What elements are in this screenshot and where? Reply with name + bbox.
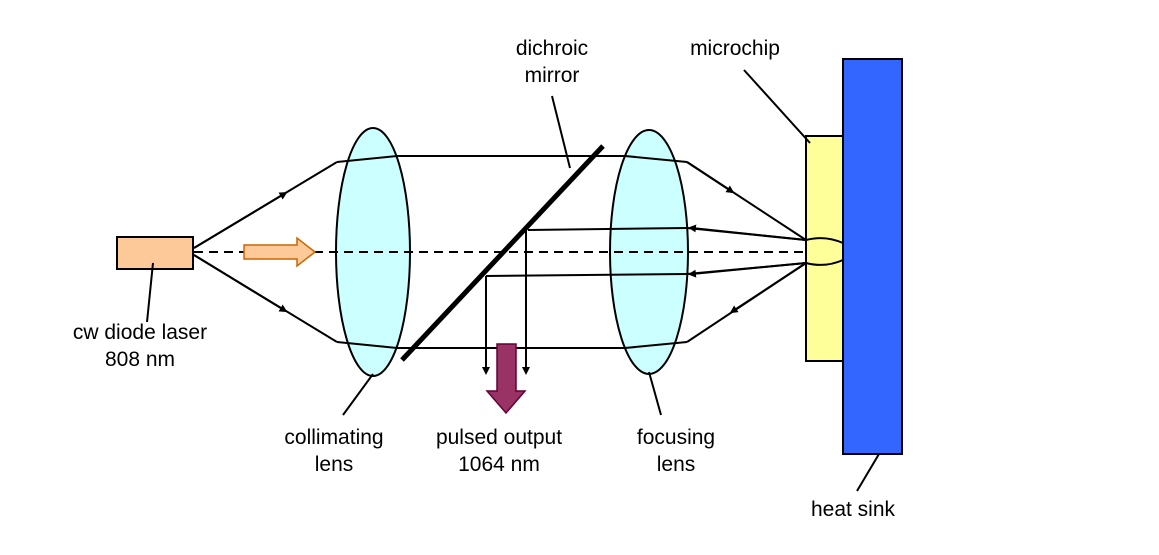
collimating-label-line1: collimating [284, 426, 383, 449]
heat-sink-label: heat sink [811, 498, 896, 521]
diode-ray-down-arrow [193, 254, 288, 313]
pump-arrow-icon [243, 236, 317, 268]
focusing-label-line2: lens [657, 453, 696, 476]
return-ray-top-arrow [688, 224, 807, 241]
collimating-label-line2: lens [315, 453, 354, 476]
return-ray-bottom-inner [485, 273, 688, 277]
dichroic-mirror [400, 144, 605, 362]
return-ray-top-inner [527, 227, 688, 231]
microchip-leader [743, 69, 811, 144]
collimating-leader [342, 373, 374, 416]
diode-label-line1: cw diode laser [73, 321, 207, 344]
collimating-inner-top [336, 155, 398, 163]
dichroic-label-line2: mirror [525, 64, 580, 87]
microchip [805, 135, 844, 362]
return-ray-bottom-arrow [688, 262, 807, 278]
dichroic-leader [551, 95, 571, 169]
heat-sink [842, 58, 903, 455]
diode-leader [146, 262, 154, 323]
focusing-leader [648, 371, 662, 416]
focusing-label-line1: focusing [637, 426, 715, 449]
collimating-inner-bottom [336, 341, 398, 349]
converge-ray-top-arrow [686, 161, 735, 194]
output-label-line1: pulsed output [436, 426, 562, 449]
dichroic-label-line1: dichroic [516, 37, 588, 60]
diode-laser [116, 236, 194, 270]
diode-label-line2: 808 nm [105, 348, 175, 371]
output-label-line2: 1064 nm [458, 453, 540, 476]
thermal-lens-curve-top [805, 237, 844, 244]
output-arrow-icon [485, 343, 527, 415]
converge-ray-bottom-arrow [729, 262, 807, 314]
heat-sink-leader [856, 453, 880, 492]
thermal-lens-curve-bottom [805, 259, 844, 266]
focusing-inner-bottom [624, 341, 688, 349]
microchip-label: microchip [690, 37, 780, 60]
diode-ray-up-arrow [193, 191, 288, 249]
focusing-inner-top [624, 155, 688, 163]
